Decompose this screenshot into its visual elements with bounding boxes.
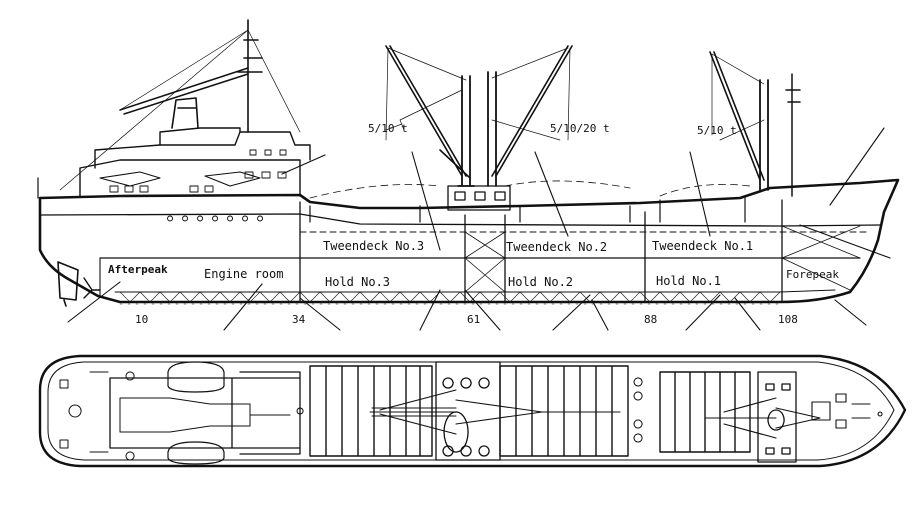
derrick-rigging-mid (491, 47, 571, 141)
funnel (171, 97, 199, 129)
hatch-covers-dashed (309, 180, 751, 199)
winch-row-plan (633, 377, 643, 443)
hatch-1-plan (659, 371, 751, 453)
stern-fittings-plan (59, 371, 304, 461)
label-forepeak: Forepeak (786, 268, 839, 281)
poop-deck-house (79, 159, 301, 197)
frame-number-108: 108 (778, 313, 798, 326)
double-bottom-pattern (119, 291, 781, 303)
forepeak-cross (781, 225, 861, 291)
label-afterpeak: Afterpeak (108, 263, 168, 276)
mast-aft (237, 19, 263, 133)
label-engine-room: Engine room (204, 267, 283, 281)
frame-number-61: 61 (467, 313, 480, 326)
rudder (57, 261, 79, 307)
derrick-booms-aft (385, 45, 471, 179)
frame-number-88: 88 (644, 313, 657, 326)
label-hold-3: Hold No.3 (325, 275, 390, 289)
label-tweendeck-1: Tweendeck No.1 (652, 239, 753, 253)
hull-outline (38, 178, 900, 304)
wheelhouse (159, 127, 241, 146)
derrick-post-plan-fore (757, 371, 797, 463)
propeller (83, 277, 101, 299)
aft-rigging (59, 29, 301, 191)
label-hold-2: Hold No.2 (508, 275, 573, 289)
derrick-heel-mid (447, 185, 511, 211)
derrick-rigging-fore (711, 53, 765, 141)
frame-number-34: 34 (292, 313, 306, 326)
tank-top-line (114, 289, 836, 293)
derrick-booms-mid (491, 45, 573, 177)
label-tweendeck-3: Tweendeck No.3 (323, 239, 424, 253)
house-deck-plan (109, 371, 301, 455)
lifeboat-port-plan (167, 361, 225, 393)
engine-casing-plan (119, 397, 291, 433)
bridge-deck (94, 131, 311, 169)
hull-portholes (167, 215, 263, 222)
windlass-plan (811, 393, 883, 429)
label-tweendeck-2: Tweendeck No.2 (506, 240, 607, 254)
label-derrick-mid: 5/10/20 t (550, 122, 610, 135)
label-derrick-fore: 5/10 t (697, 124, 737, 137)
hatch-2-plan (499, 365, 629, 457)
derrick-booms-plan-mid (369, 389, 621, 435)
superstructure-windows (109, 149, 287, 193)
mid-tank-cross (464, 231, 506, 293)
hatch-3-plan (309, 365, 433, 457)
lifeboat-stbd-plan (167, 441, 225, 465)
foremast (785, 73, 801, 197)
label-hold-1: Hold No.1 (656, 274, 721, 288)
derrick-booms-fore (709, 51, 765, 181)
profile-view: Afterpeak Engine room Tweendeck No.3 Twe… (37, 19, 900, 331)
derrick-post-plan-mid (435, 361, 501, 461)
derrick-post-mid (487, 71, 497, 187)
lifeboat-davits (99, 171, 261, 187)
deck-plan-outline (38, 354, 907, 468)
leader-lines (67, 127, 891, 331)
aft-derrick-boom (119, 67, 249, 115)
frame-number-10: 10 (135, 313, 148, 326)
derrick-rigging-aft (385, 47, 467, 141)
upper-deck-line (39, 213, 881, 227)
derrick-booms-plan-fore (705, 397, 821, 439)
plan-view (38, 354, 907, 468)
hatch-coamings (309, 195, 746, 223)
deck-plan-inner-bulwark (47, 361, 895, 461)
label-derrick-aft: 5/10 t (368, 122, 408, 135)
